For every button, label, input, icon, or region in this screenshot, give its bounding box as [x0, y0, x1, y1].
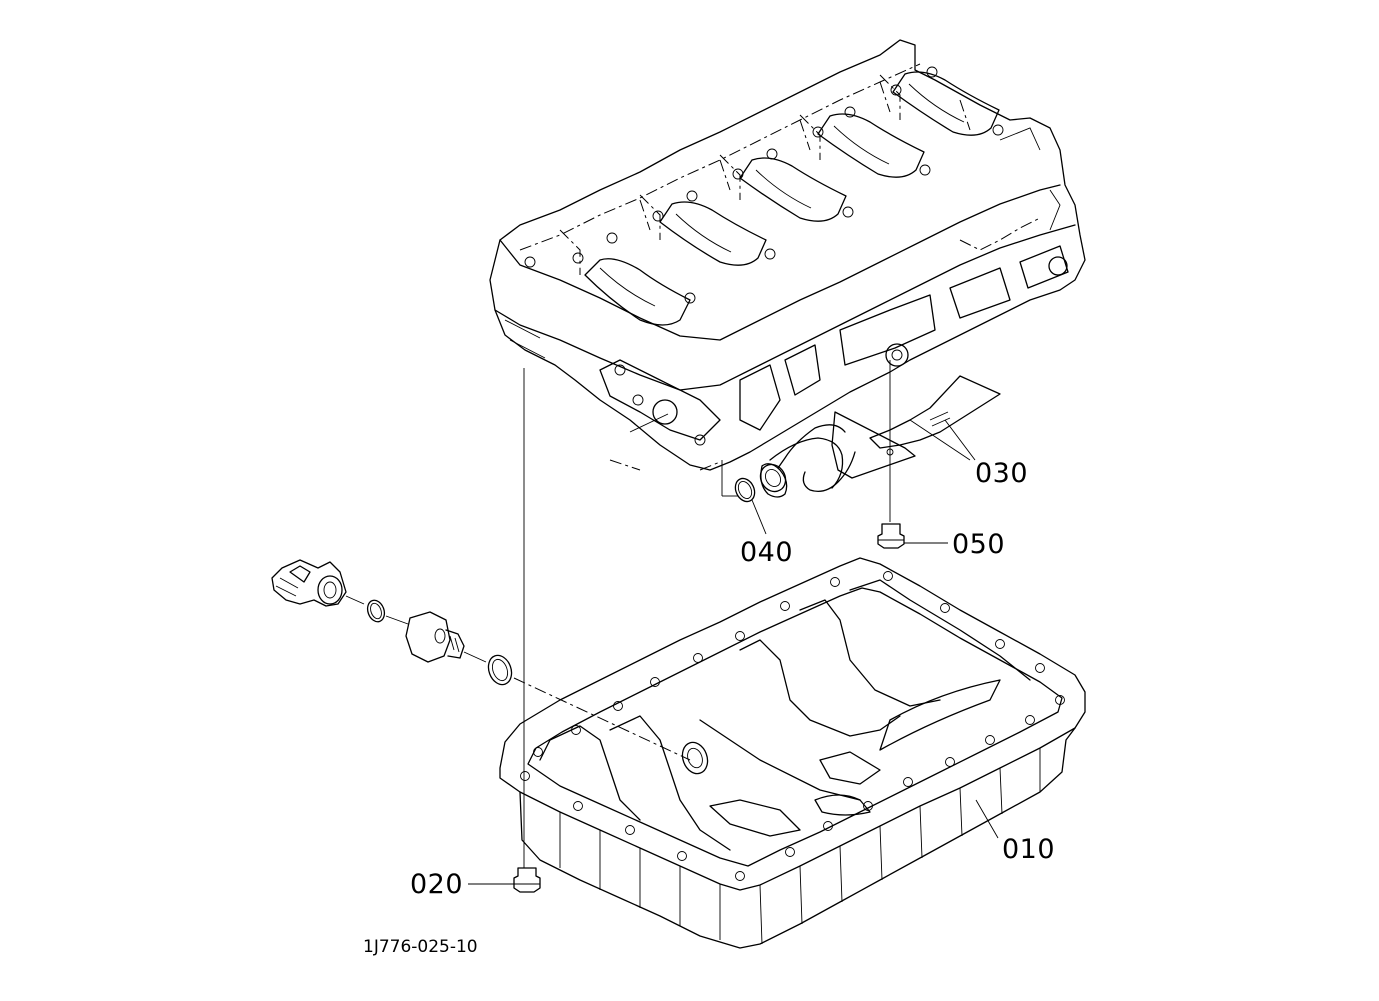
engine-block: [489, 39, 1086, 471]
bolt-050: [877, 360, 948, 549]
callout-050: 050: [952, 529, 1006, 560]
drawing-number: 1J776-025-10: [363, 937, 478, 957]
callout-010: 010: [1002, 834, 1056, 865]
callout-040: 040: [740, 537, 794, 568]
bolt-020: [468, 368, 541, 893]
o-ring-040: [721, 460, 767, 535]
callout-030: 030: [975, 458, 1029, 489]
drain-fittings: [271, 559, 691, 761]
oil-strainer: [759, 375, 1001, 498]
callout-020: 020: [410, 869, 464, 900]
oil-pan: [499, 419, 1086, 949]
